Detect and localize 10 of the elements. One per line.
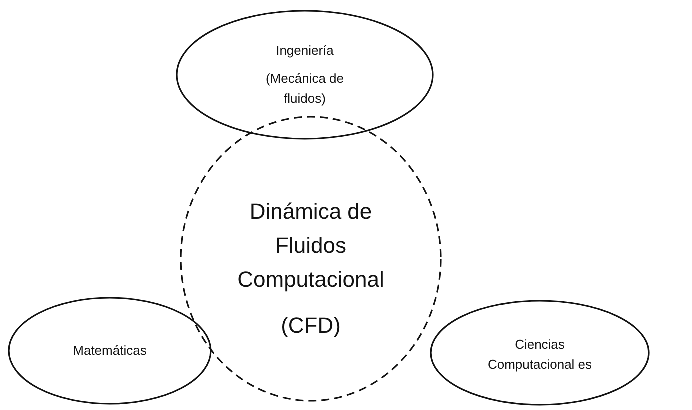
- node-text: Ingeniería: [275, 42, 335, 60]
- node-text: Dinámica de Fluidos Computacional: [236, 198, 386, 294]
- node-text: Matemáticas: [72, 342, 148, 360]
- topic-ellipse: [430, 300, 650, 406]
- topic-ellipse: [8, 297, 212, 405]
- dashed-ellipse: [180, 116, 442, 402]
- node-text: (CFD): [280, 312, 342, 340]
- topic-ellipse: [176, 10, 434, 140]
- node-text: Ciencias Computacional es: [486, 336, 594, 374]
- node-text: (Mecánica de fluidos): [264, 70, 346, 108]
